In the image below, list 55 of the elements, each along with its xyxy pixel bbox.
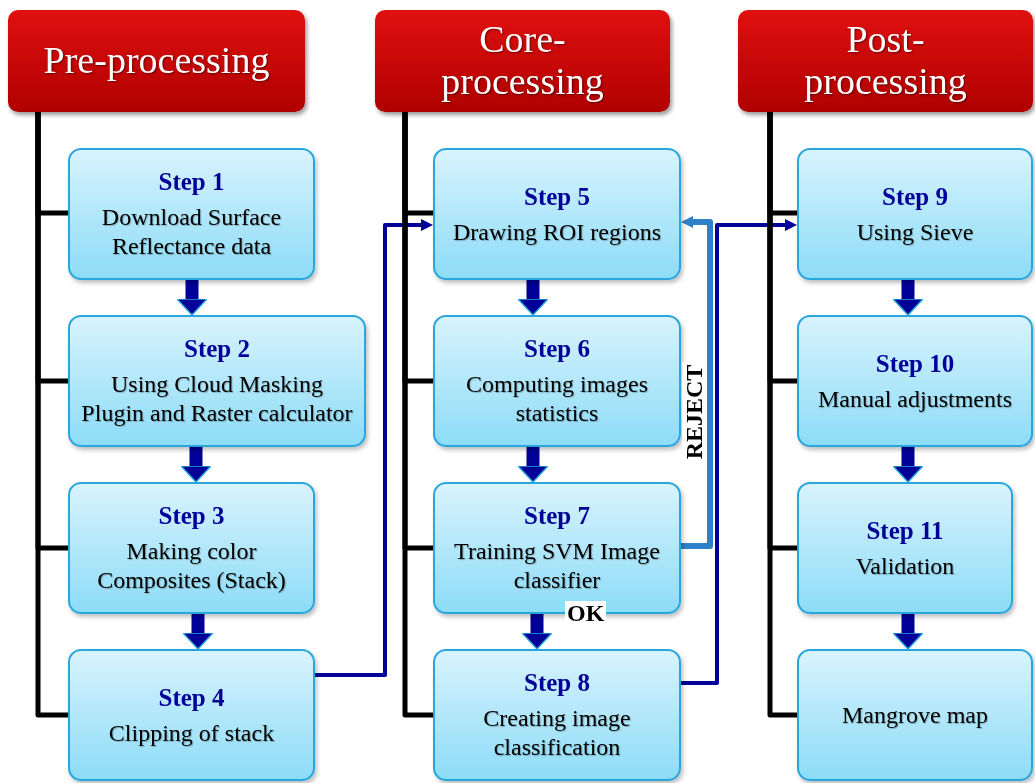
step-number: Step 3 — [158, 501, 225, 532]
phase-header — [738, 10, 1033, 112]
step-description: Using Cloud Masking Plugin and Raster calculator — [80, 370, 354, 428]
step-number: Step 5 — [524, 181, 590, 212]
step-number: Step 11 — [866, 515, 944, 546]
step-box — [797, 315, 1033, 447]
arrow — [681, 219, 797, 685]
step-number: Step 4 — [158, 682, 225, 713]
step-number: Step 7 — [524, 501, 590, 532]
step-description: Manual adjustments — [818, 384, 1012, 414]
step-description: Using Sieve — [856, 217, 974, 247]
step-box — [797, 649, 1033, 781]
step-description: Drawing ROI regions — [453, 217, 661, 247]
step-description: Clipping of stack — [108, 718, 275, 748]
step-box — [797, 148, 1033, 280]
step-box — [433, 649, 681, 781]
step-number: Step 10 — [875, 348, 955, 379]
step-description: Mangrove map — [842, 700, 988, 730]
step-box — [68, 148, 315, 280]
step-number: Step 2 — [184, 334, 250, 365]
step-description: Making color Composites (Stack) — [96, 537, 287, 595]
block-arrow — [180, 447, 212, 483]
step-box — [433, 148, 681, 280]
block-arrow — [892, 280, 924, 316]
step-number: Step 6 — [524, 334, 590, 365]
block-arrow — [892, 447, 924, 483]
phase-title: Pre-processing — [43, 40, 270, 82]
step-box — [797, 482, 1013, 614]
step-description: Validation — [855, 551, 955, 581]
block-arrow — [517, 447, 549, 483]
step-number: Step 1 — [158, 167, 225, 198]
phase-title: Post- processing — [803, 19, 968, 103]
step-number: Step 9 — [882, 181, 948, 212]
block-arrow — [517, 280, 549, 316]
block-arrow — [176, 280, 208, 316]
block-arrow — [521, 614, 553, 650]
arrow — [681, 216, 713, 549]
step-number: Step 8 — [524, 668, 590, 699]
step-box — [68, 482, 315, 614]
arrow — [315, 219, 433, 677]
phase-title: Core- processing — [440, 19, 605, 103]
step-description: Download Surface Reflectance data — [100, 203, 283, 261]
phase-header — [375, 10, 670, 112]
step-description: Computing images statistics — [465, 370, 649, 428]
step-description: Creating image classification — [482, 704, 632, 762]
bracket-connector — [35, 112, 68, 718]
block-arrow — [892, 614, 924, 650]
phase-header — [8, 10, 305, 112]
step-box — [68, 649, 315, 781]
step-box — [433, 315, 681, 447]
bracket-connector — [402, 112, 433, 718]
step-description: Training SVM Image classifier — [453, 537, 661, 595]
step-box — [68, 315, 366, 447]
block-arrow — [182, 614, 214, 650]
bracket-connector — [767, 112, 797, 718]
